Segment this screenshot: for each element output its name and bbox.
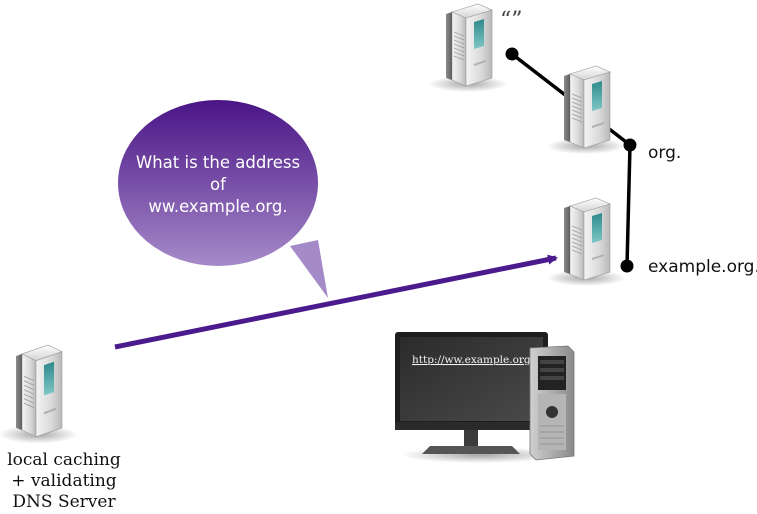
root-server-icon (427, 3, 509, 93)
domain-server-icon (545, 197, 627, 287)
query-arrow (114, 254, 558, 350)
resolver-label-line-3: DNS Server (12, 492, 116, 512)
pc-tower (529, 345, 575, 461)
speech-bubble: What is the address of ww.example.org. (118, 100, 328, 298)
domain-label: example.org. (648, 257, 757, 277)
resolver-server-icon (0, 344, 79, 445)
tld-label: org. (648, 143, 681, 163)
resolver-label-line-2: + validating (11, 471, 116, 491)
bubble-line-1: What is the address (136, 153, 300, 172)
screen-url-link[interactable]: http://ww.example.org (412, 354, 531, 366)
resolver-label: local caching + validating DNS Server (7, 450, 121, 512)
tld-server-icon (545, 65, 627, 155)
root-node-dot (505, 47, 519, 61)
bubble-line-3: ww.example.org. (148, 197, 287, 216)
resolver-label-line-1: local caching (7, 450, 121, 470)
monitor: http://ww.example.org . (395, 332, 548, 454)
bubble-line-2: of (210, 175, 227, 194)
example-node-dot (620, 259, 634, 273)
desktop-computer: http://ww.example.org . (395, 332, 575, 463)
org-node-dot (623, 138, 637, 152)
screen-url-suffix: . (520, 354, 523, 366)
root-label: “” (500, 8, 523, 33)
